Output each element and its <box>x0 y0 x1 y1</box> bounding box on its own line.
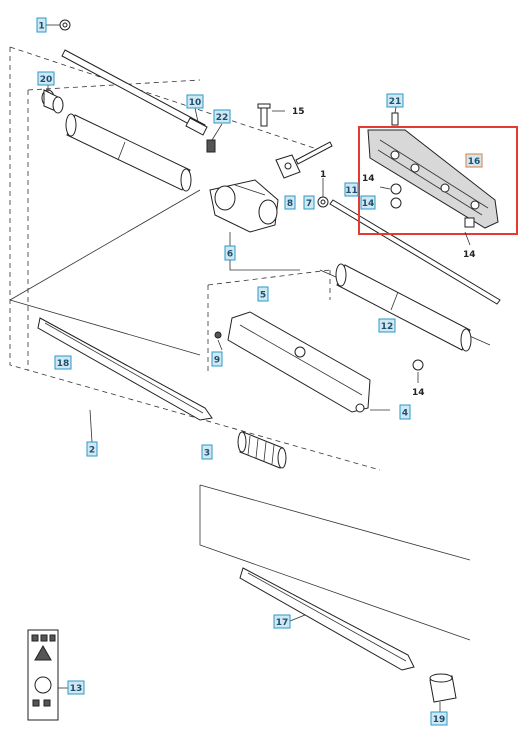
svg-text:8: 8 <box>287 199 293 209</box>
label-1: 1 <box>36 17 47 33</box>
label-1-plain: 1 <box>320 170 326 180</box>
label-8: 8 <box>284 195 296 210</box>
svg-text:4: 4 <box>402 409 408 419</box>
svg-text:2: 2 <box>89 446 95 456</box>
part-15-screw <box>257 103 285 127</box>
svg-text:12: 12 <box>381 322 394 332</box>
part-14-nut-right <box>412 359 424 371</box>
svg-text:20: 20 <box>40 75 53 85</box>
part-21-screw <box>391 112 399 126</box>
part-12-foam-upper <box>65 113 192 192</box>
part-3-coupling <box>237 431 287 469</box>
part-5-housing <box>209 179 300 271</box>
label-17: 17 <box>273 614 291 629</box>
label-7: 7 <box>303 195 315 210</box>
svg-text:5: 5 <box>260 291 266 301</box>
label-14-left: 14 <box>362 174 375 184</box>
label-10: 10 <box>186 94 204 109</box>
highlight-box <box>358 126 518 235</box>
label-22: 22 <box>213 109 231 124</box>
part-8-bracket <box>275 154 301 179</box>
part-17-tube <box>239 567 415 671</box>
svg-text:11: 11 <box>345 186 358 196</box>
part-22-gear <box>206 139 216 153</box>
part-9-screw <box>214 331 222 339</box>
svg-text:17: 17 <box>276 618 289 628</box>
label-3: 3 <box>201 444 213 460</box>
part-4-lower-handle <box>227 311 371 413</box>
part-18-tube <box>37 317 213 421</box>
svg-text:16: 16 <box>468 157 481 167</box>
label-4: 4 <box>399 404 411 420</box>
svg-text:3: 3 <box>204 449 210 459</box>
part-11-rod <box>329 199 501 305</box>
svg-text:14: 14 <box>362 199 375 209</box>
label-2: 2 <box>86 441 98 457</box>
part-20-bushing <box>41 89 64 114</box>
part-1-washer <box>317 196 329 208</box>
svg-text:13: 13 <box>70 684 83 694</box>
part-12-foam-lower <box>335 263 472 352</box>
svg-text:18: 18 <box>57 359 70 369</box>
label-19: 19 <box>430 711 448 726</box>
label-13: 13 <box>67 680 85 695</box>
label-14-bottom: 14 <box>463 250 476 260</box>
part-14-nuts-box <box>390 183 475 228</box>
svg-text:22: 22 <box>216 113 229 123</box>
part-19-end-cap <box>429 673 457 703</box>
svg-text:9: 9 <box>214 356 220 366</box>
svg-text:10: 10 <box>189 98 202 108</box>
label-16: 16 <box>465 153 483 168</box>
label-9: 9 <box>211 351 223 367</box>
part-1-top-washer <box>59 19 71 31</box>
label-12: 12 <box>378 318 396 333</box>
label-14-box: 14 <box>360 195 376 210</box>
svg-text:6: 6 <box>227 250 233 260</box>
label-14-right: 14 <box>412 388 425 398</box>
label-18: 18 <box>54 355 72 370</box>
svg-text:21: 21 <box>389 97 402 107</box>
svg-text:19: 19 <box>433 715 446 725</box>
label-5: 5 <box>257 286 269 302</box>
part-7-bolt <box>295 141 333 165</box>
part-16-handle-half <box>367 129 499 229</box>
label-11: 11 <box>344 182 359 197</box>
part-13-warning-label <box>27 629 59 721</box>
label-6: 6 <box>224 245 236 261</box>
label-21: 21 <box>386 93 404 108</box>
label-15: 15 <box>292 107 305 117</box>
label-20: 20 <box>37 71 55 86</box>
svg-text:1: 1 <box>38 22 44 32</box>
svg-text:7: 7 <box>306 199 312 209</box>
drive-shaft <box>61 49 208 136</box>
leader-lines <box>46 24 471 712</box>
